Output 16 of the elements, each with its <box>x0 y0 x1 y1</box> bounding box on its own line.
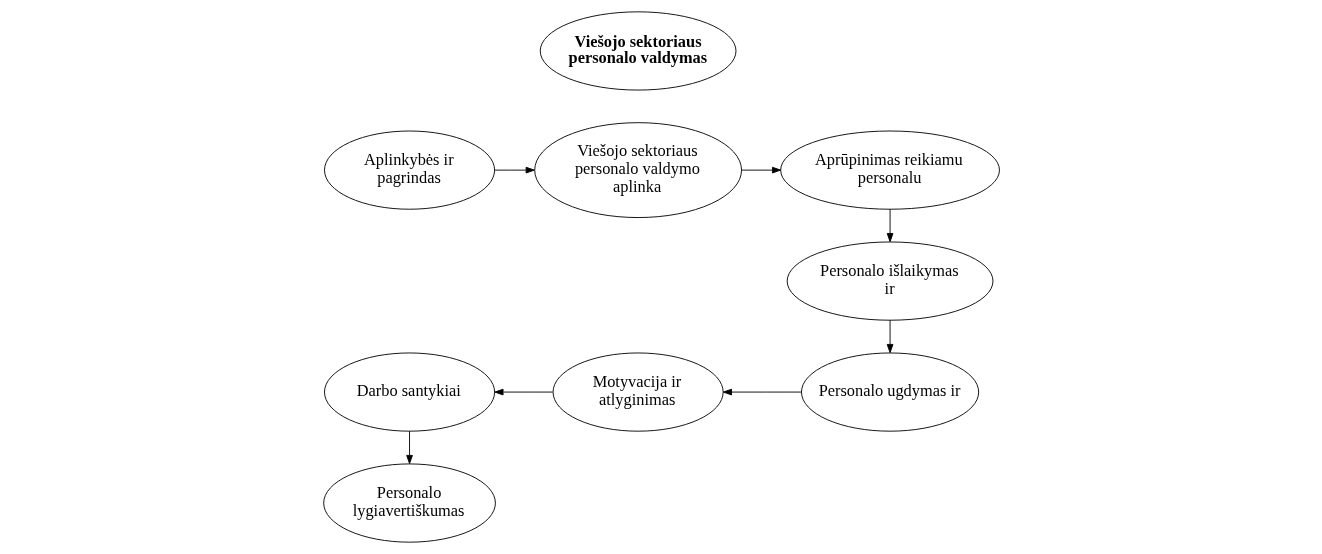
node-ellipse: Personalo išlaikymas ir <box>786 241 993 321</box>
arrow <box>405 430 413 465</box>
node-ellipse: Motyvacija ir atlyginimas <box>552 352 724 432</box>
node-ellipse: Personalo lygiavertiškumas <box>322 463 496 543</box>
node-ellipse: Aplinkybės ir pagrindas <box>323 130 495 210</box>
node-ellipse: Viešojo sektoriaus personalo valdymas <box>539 11 736 91</box>
arrow <box>740 166 781 174</box>
node-ellipse: Personalo ugdymas ir <box>800 352 979 432</box>
arrow <box>886 208 893 243</box>
node-ellipse: Viešojo sektoriaus personalo valdymo aplinka <box>533 122 742 218</box>
arrow <box>722 388 802 396</box>
node-ellipse: Aprūpinimas reikiamu personalu <box>779 130 1000 210</box>
node-ellipse: Darbo santykiai <box>323 352 495 432</box>
arrow <box>886 319 893 354</box>
arrow <box>493 166 535 174</box>
arrow <box>493 388 553 396</box>
